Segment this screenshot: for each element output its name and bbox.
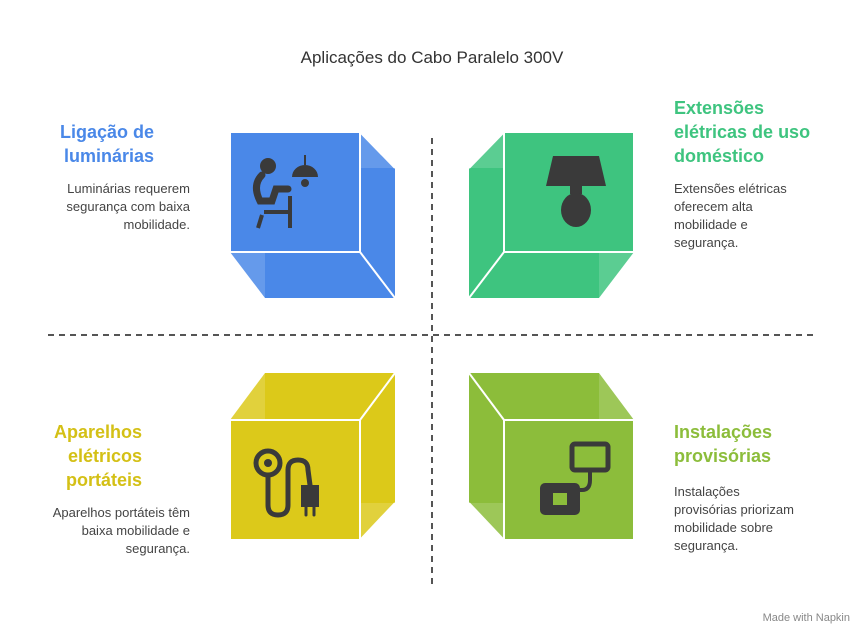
diagram-title: Aplicações do Cabo Paralelo 300V: [300, 48, 564, 67]
cube-bottom-left: [229, 372, 396, 541]
plug-cable-icon: [253, 448, 319, 518]
cube-bottom-right: [468, 372, 635, 541]
quadrant-desc-top-left: Luminárias requerem segurança com baixa …: [66, 181, 190, 232]
lamp-icon: [546, 156, 606, 227]
person-lamp-icon: [253, 155, 318, 229]
quadrant-desc-bottom-left: Aparelhos portáteis têm baixa mobilidade…: [52, 505, 190, 556]
quadrant-title-bottom-right: Instalações provisórias: [674, 422, 773, 466]
quadrant-desc-bottom-right: Instalações provisórias priorizam mobili…: [674, 484, 794, 553]
device-cable-icon: [540, 441, 611, 515]
quadrant-title-top-right: Extensões elétricas de uso doméstico: [674, 98, 811, 166]
quadrant-title-bottom-left: Aparelhos elétricos portáteis: [53, 422, 142, 490]
quadrant-desc-top-right: Extensões elétricas oferecem alta mobili…: [674, 181, 787, 250]
cube-top-left: [229, 131, 396, 299]
cube-top-right: [468, 131, 635, 299]
quadrant-title-top-left: Ligação de luminárias: [59, 122, 154, 166]
napkin-watermark: Made with Napkin: [762, 612, 850, 624]
